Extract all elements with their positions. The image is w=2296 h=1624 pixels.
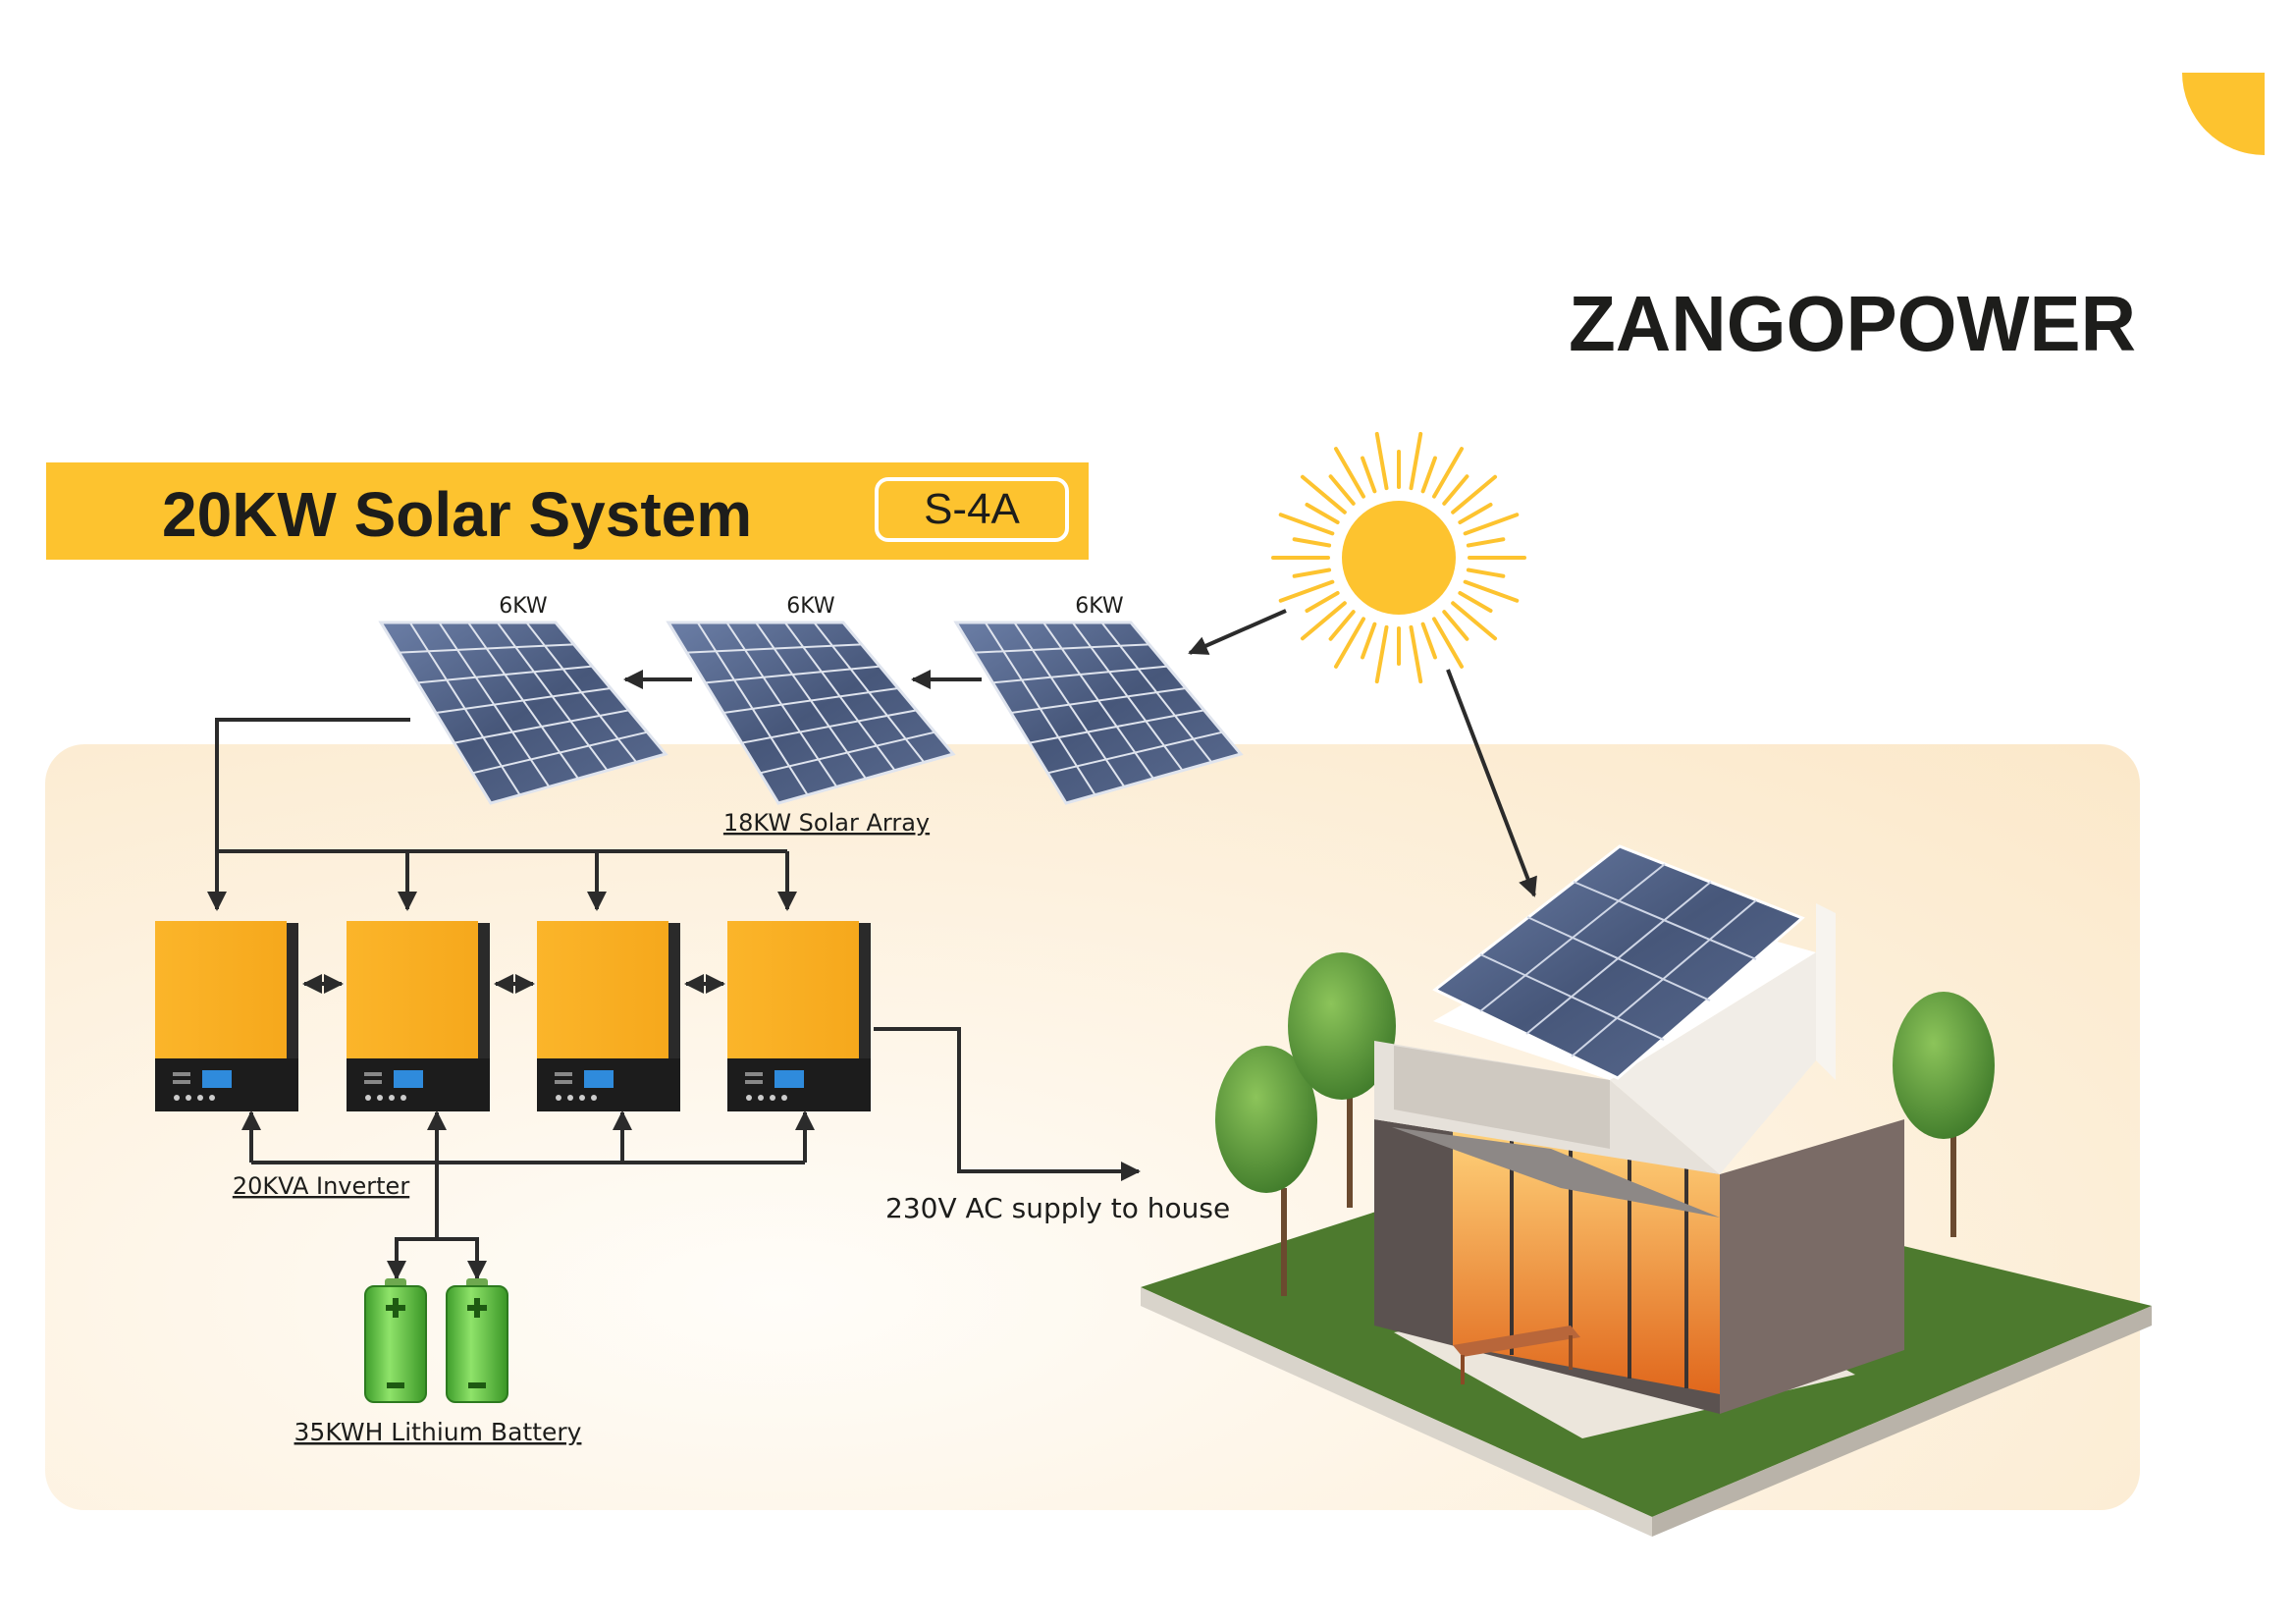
inverter-icon (347, 921, 490, 1111)
page-title: 20KW Solar System (162, 479, 753, 550)
inverter-label: 20KVA Inverter (233, 1172, 410, 1200)
panel-rating-3: 6KW (1075, 594, 1124, 619)
brand-name: ZANGOPOWER (1569, 280, 2136, 367)
solar-panel-icon (953, 621, 1244, 805)
sun-icon (1271, 431, 1526, 684)
panel-rating-2: 6KW (786, 594, 835, 619)
wiring (207, 609, 1537, 1280)
supply-label: 230V AC supply to house (885, 1192, 1230, 1224)
inverter-icon (537, 921, 680, 1111)
array-label: 18KW Solar Array (723, 809, 930, 837)
brand-logo: ZANGOPOWER (1569, 280, 2136, 367)
inverter-icon (727, 921, 871, 1111)
battery-icon (446, 1278, 508, 1403)
inverter-icon (155, 921, 298, 1111)
house-icon (1141, 844, 2152, 1537)
model-badge: S-4A (875, 477, 1069, 542)
battery-icon (364, 1278, 427, 1403)
battery-label: 35KWH Lithium Battery (294, 1418, 582, 1446)
panel-rating-1: 6KW (499, 594, 548, 619)
solar-panel-icon (666, 621, 956, 805)
solar-panel-icon (378, 621, 668, 805)
tree-icon (1215, 952, 1995, 1296)
